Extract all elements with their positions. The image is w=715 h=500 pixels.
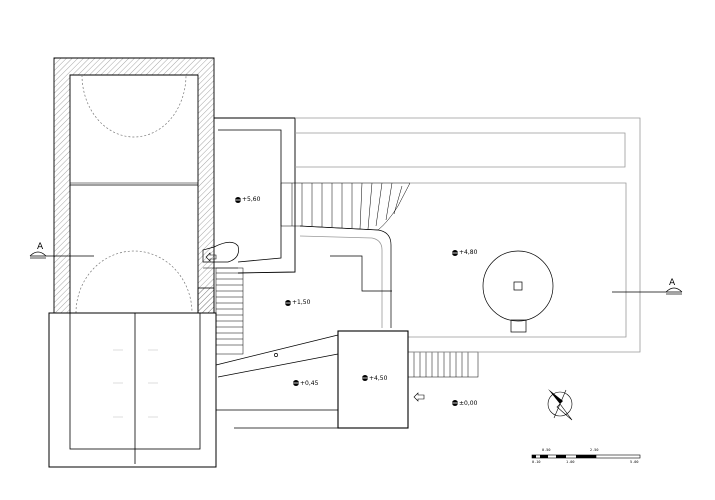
stair-left (215, 267, 244, 355)
level-marker-upper-room: +5,60 (235, 196, 261, 203)
circular-tank (482, 250, 554, 333)
level-label: +5,60 (242, 196, 261, 203)
level-marker-ground: ±0,00 (452, 400, 478, 407)
scale-label: 2.50 (590, 448, 598, 452)
scale-label: 0.50 (542, 448, 550, 452)
level-label: +0,45 (300, 380, 319, 387)
scale-bar: 0.50 2.50 0.10 1.00 5.00 (531, 448, 641, 464)
level-label: +4,80 (459, 249, 478, 256)
level-marker-tower: +4,50 (362, 375, 388, 382)
door-swing-lower (75, 250, 193, 314)
entrance-arrow-icon (413, 392, 425, 402)
scale-label: 0.10 (532, 460, 540, 464)
north-arrow-icon (547, 389, 573, 421)
door-swing-upper (81, 74, 187, 138)
yard-walls (215, 255, 392, 429)
level-marker-terrace: +4,80 (452, 249, 478, 256)
section-label-left: A (37, 242, 44, 252)
lower-annex (48, 312, 217, 468)
left-building (48, 57, 217, 468)
scale-label: 5.00 (630, 460, 638, 464)
entrance-arrow-icon (205, 252, 217, 262)
thick-wall-hatch (53, 57, 215, 314)
terrace (295, 117, 641, 353)
stair-upper (280, 182, 411, 231)
level-marker-yard: +1,50 (285, 299, 311, 306)
section-marker-left (29, 251, 94, 259)
level-marker-lower-left: +0,45 (293, 380, 319, 387)
scale-label: 1.00 (566, 460, 574, 464)
stair-right (407, 351, 479, 378)
level-label: ±0,00 (459, 400, 478, 407)
section-marker-right (612, 287, 683, 295)
level-label: +4,50 (369, 375, 388, 382)
section-label-right: A (669, 278, 676, 288)
level-label: +1,50 (292, 299, 311, 306)
tower-block (337, 330, 409, 429)
